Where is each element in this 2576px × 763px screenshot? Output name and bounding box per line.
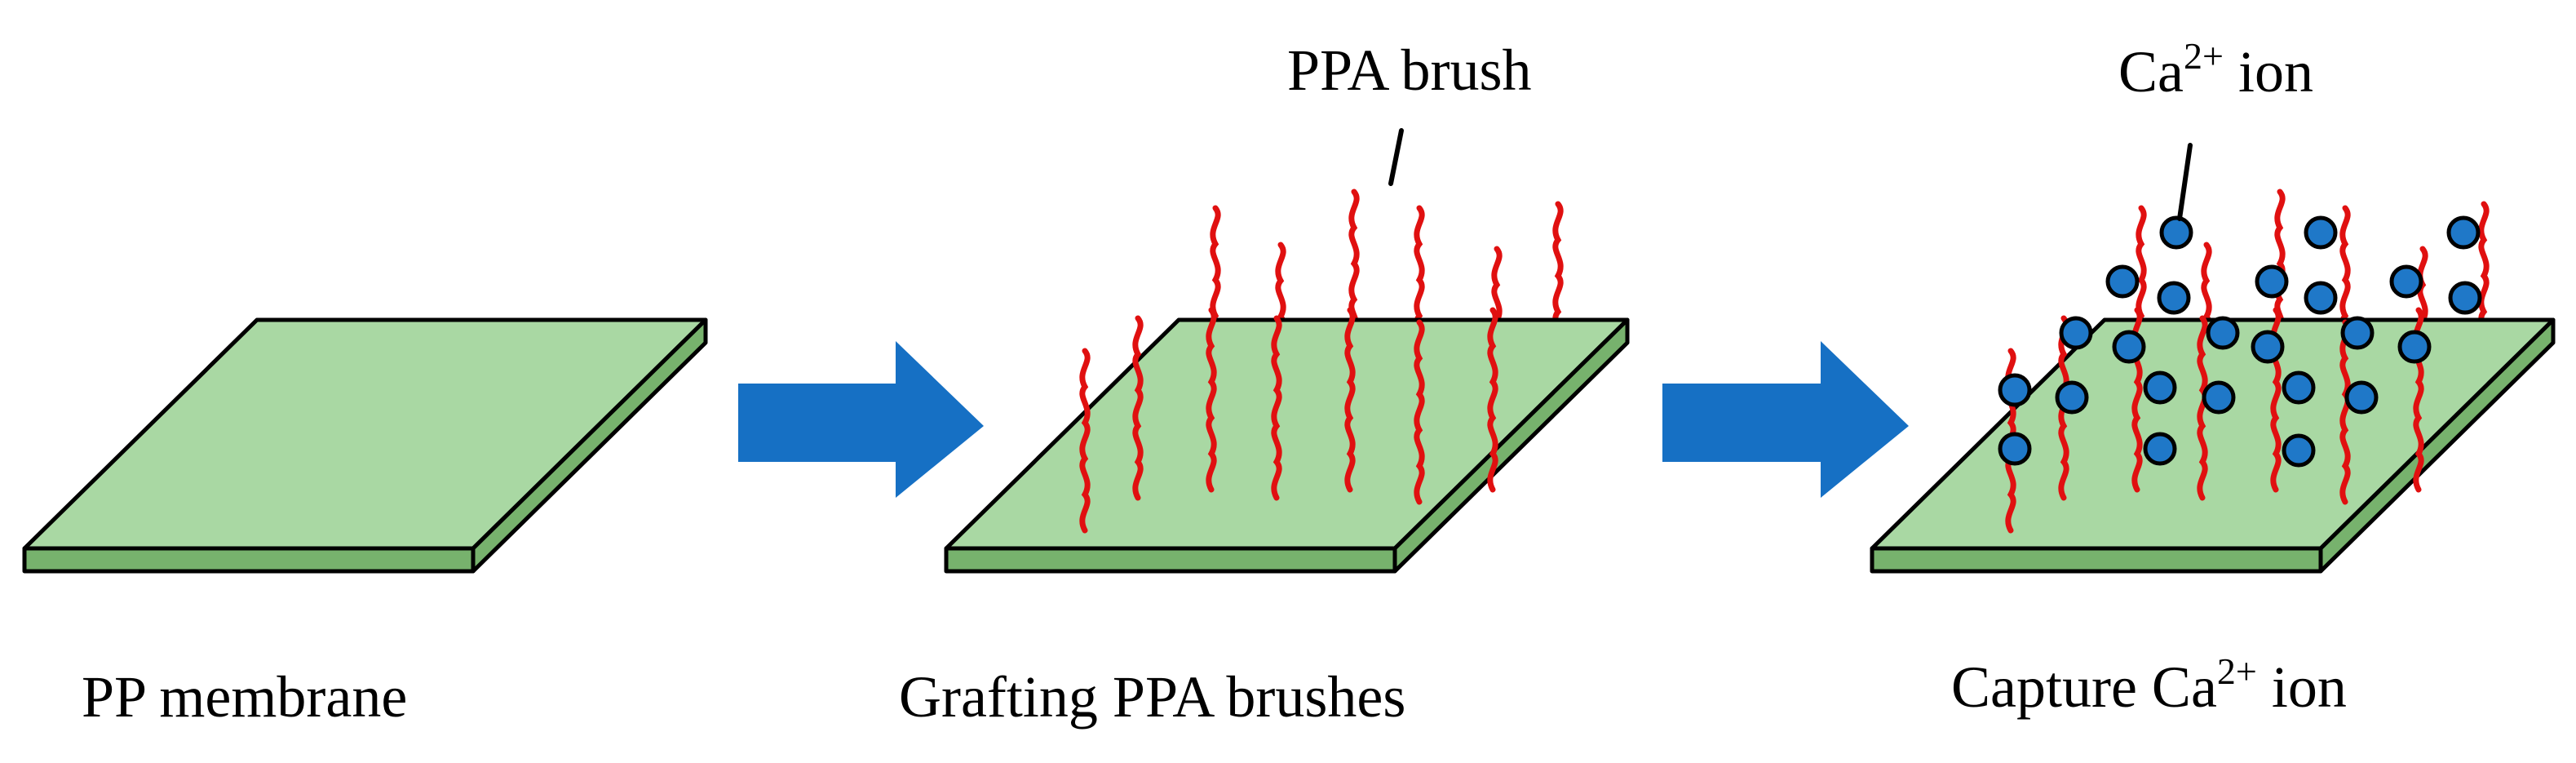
calcium-ion bbox=[2446, 215, 2481, 250]
calcium-ion bbox=[2112, 330, 2146, 364]
ion-label-prefix: Ca bbox=[2118, 39, 2184, 104]
calcium-ion bbox=[2304, 215, 2338, 250]
polymer-brush bbox=[1206, 307, 1217, 493]
ion-label-superscript: 2+ bbox=[2184, 35, 2224, 77]
calcium-ion bbox=[1998, 432, 2032, 466]
caption-capture-suffix: ion bbox=[2257, 654, 2347, 720]
calcium-ion bbox=[2059, 316, 2093, 350]
calcium-ion bbox=[2304, 281, 2338, 315]
polymer-brush bbox=[1079, 348, 1091, 534]
calcium-ion bbox=[1998, 373, 2032, 407]
ions bbox=[1998, 215, 2482, 468]
calcium-ion bbox=[2202, 380, 2236, 415]
brushes-front bbox=[1079, 307, 1498, 534]
calcium-ion bbox=[2159, 215, 2193, 250]
calcium-ion bbox=[2397, 330, 2432, 364]
calcium-ion bbox=[2143, 432, 2177, 466]
brush-label: PPA brush bbox=[1287, 38, 1532, 103]
polymer-brush bbox=[1271, 315, 1282, 501]
ion-label: Ca2+ ion bbox=[2118, 35, 2313, 104]
brush-pointer-line bbox=[1388, 128, 1404, 186]
calcium-ion bbox=[2251, 330, 2285, 364]
membrane-plate bbox=[944, 317, 1630, 574]
panel-grafting-brushes: PPA brush bbox=[944, 38, 1630, 574]
calcium-ion bbox=[2055, 380, 2089, 415]
calcium-ion bbox=[2105, 264, 2140, 299]
calcium-ion bbox=[2282, 370, 2316, 405]
polymer-brush bbox=[1414, 319, 1425, 505]
membrane-plate bbox=[22, 317, 708, 574]
calcium-ion bbox=[2340, 316, 2375, 350]
calcium-ion bbox=[2389, 264, 2423, 299]
polymer-brush bbox=[1487, 307, 1498, 493]
polymer-brush bbox=[2339, 319, 2351, 505]
calcium-ion bbox=[2206, 316, 2240, 350]
calcium-ion bbox=[2448, 281, 2482, 315]
caption-capture-ions: Capture Ca2+ ion bbox=[1951, 650, 2347, 720]
panel-capture-ions: Ca2+ ion bbox=[1870, 35, 2556, 574]
caption-capture-prefix: Capture Ca bbox=[1951, 654, 2217, 720]
caption-pp-membrane: PP membrane bbox=[82, 664, 407, 730]
calcium-ion bbox=[2255, 264, 2289, 299]
polymer-brush bbox=[2197, 315, 2208, 501]
arrow-right-icon bbox=[1662, 341, 1909, 498]
caption-capture-superscript: 2+ bbox=[2217, 650, 2257, 692]
membrane-plate bbox=[1870, 317, 2556, 574]
panel-pp-membrane bbox=[22, 317, 708, 574]
polymer-brush bbox=[1344, 307, 1356, 493]
calcium-ion bbox=[2282, 433, 2316, 468]
calcium-ion bbox=[2143, 370, 2177, 405]
calcium-ion bbox=[2157, 281, 2191, 315]
caption-grafting-brushes: Grafting PPA brushes bbox=[899, 664, 1405, 730]
calcium-ion bbox=[2344, 380, 2379, 415]
arrow-right-icon bbox=[738, 341, 984, 498]
ion-label-suffix: ion bbox=[2224, 39, 2313, 104]
ion-pointer-line bbox=[2177, 143, 2193, 221]
polymer-brush bbox=[1132, 315, 1144, 501]
